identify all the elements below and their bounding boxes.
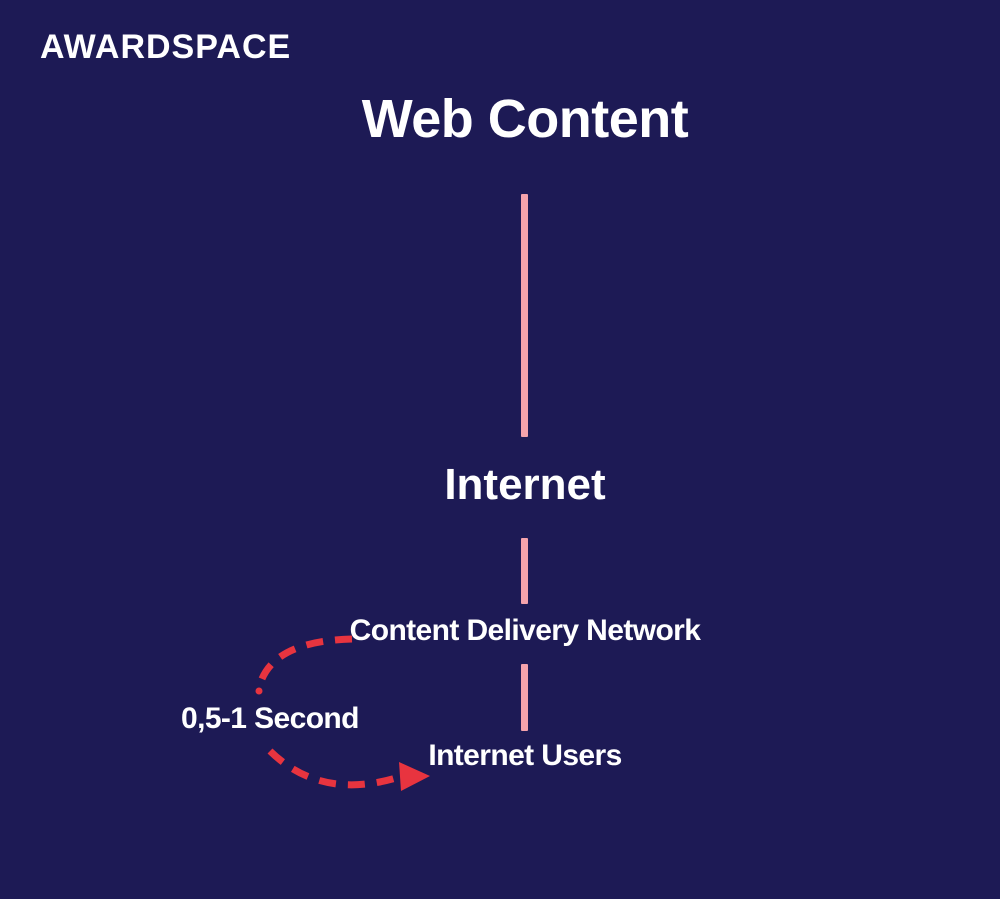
- diagram-title: Web Content: [361, 89, 689, 149]
- node-content-delivery-network: Content Delivery Network: [349, 614, 701, 647]
- brand-logo: AWARDSPACE: [40, 28, 292, 66]
- node-internet-users: Internet Users: [428, 739, 622, 772]
- node-internet: Internet: [444, 460, 606, 509]
- connector-line-middle: [521, 538, 528, 604]
- connector-line-top: [521, 194, 528, 437]
- latency-annotation: 0,5-1 Second: [181, 702, 359, 735]
- arc-end-dot: [255, 687, 263, 695]
- connector-line-bottom: [521, 664, 528, 731]
